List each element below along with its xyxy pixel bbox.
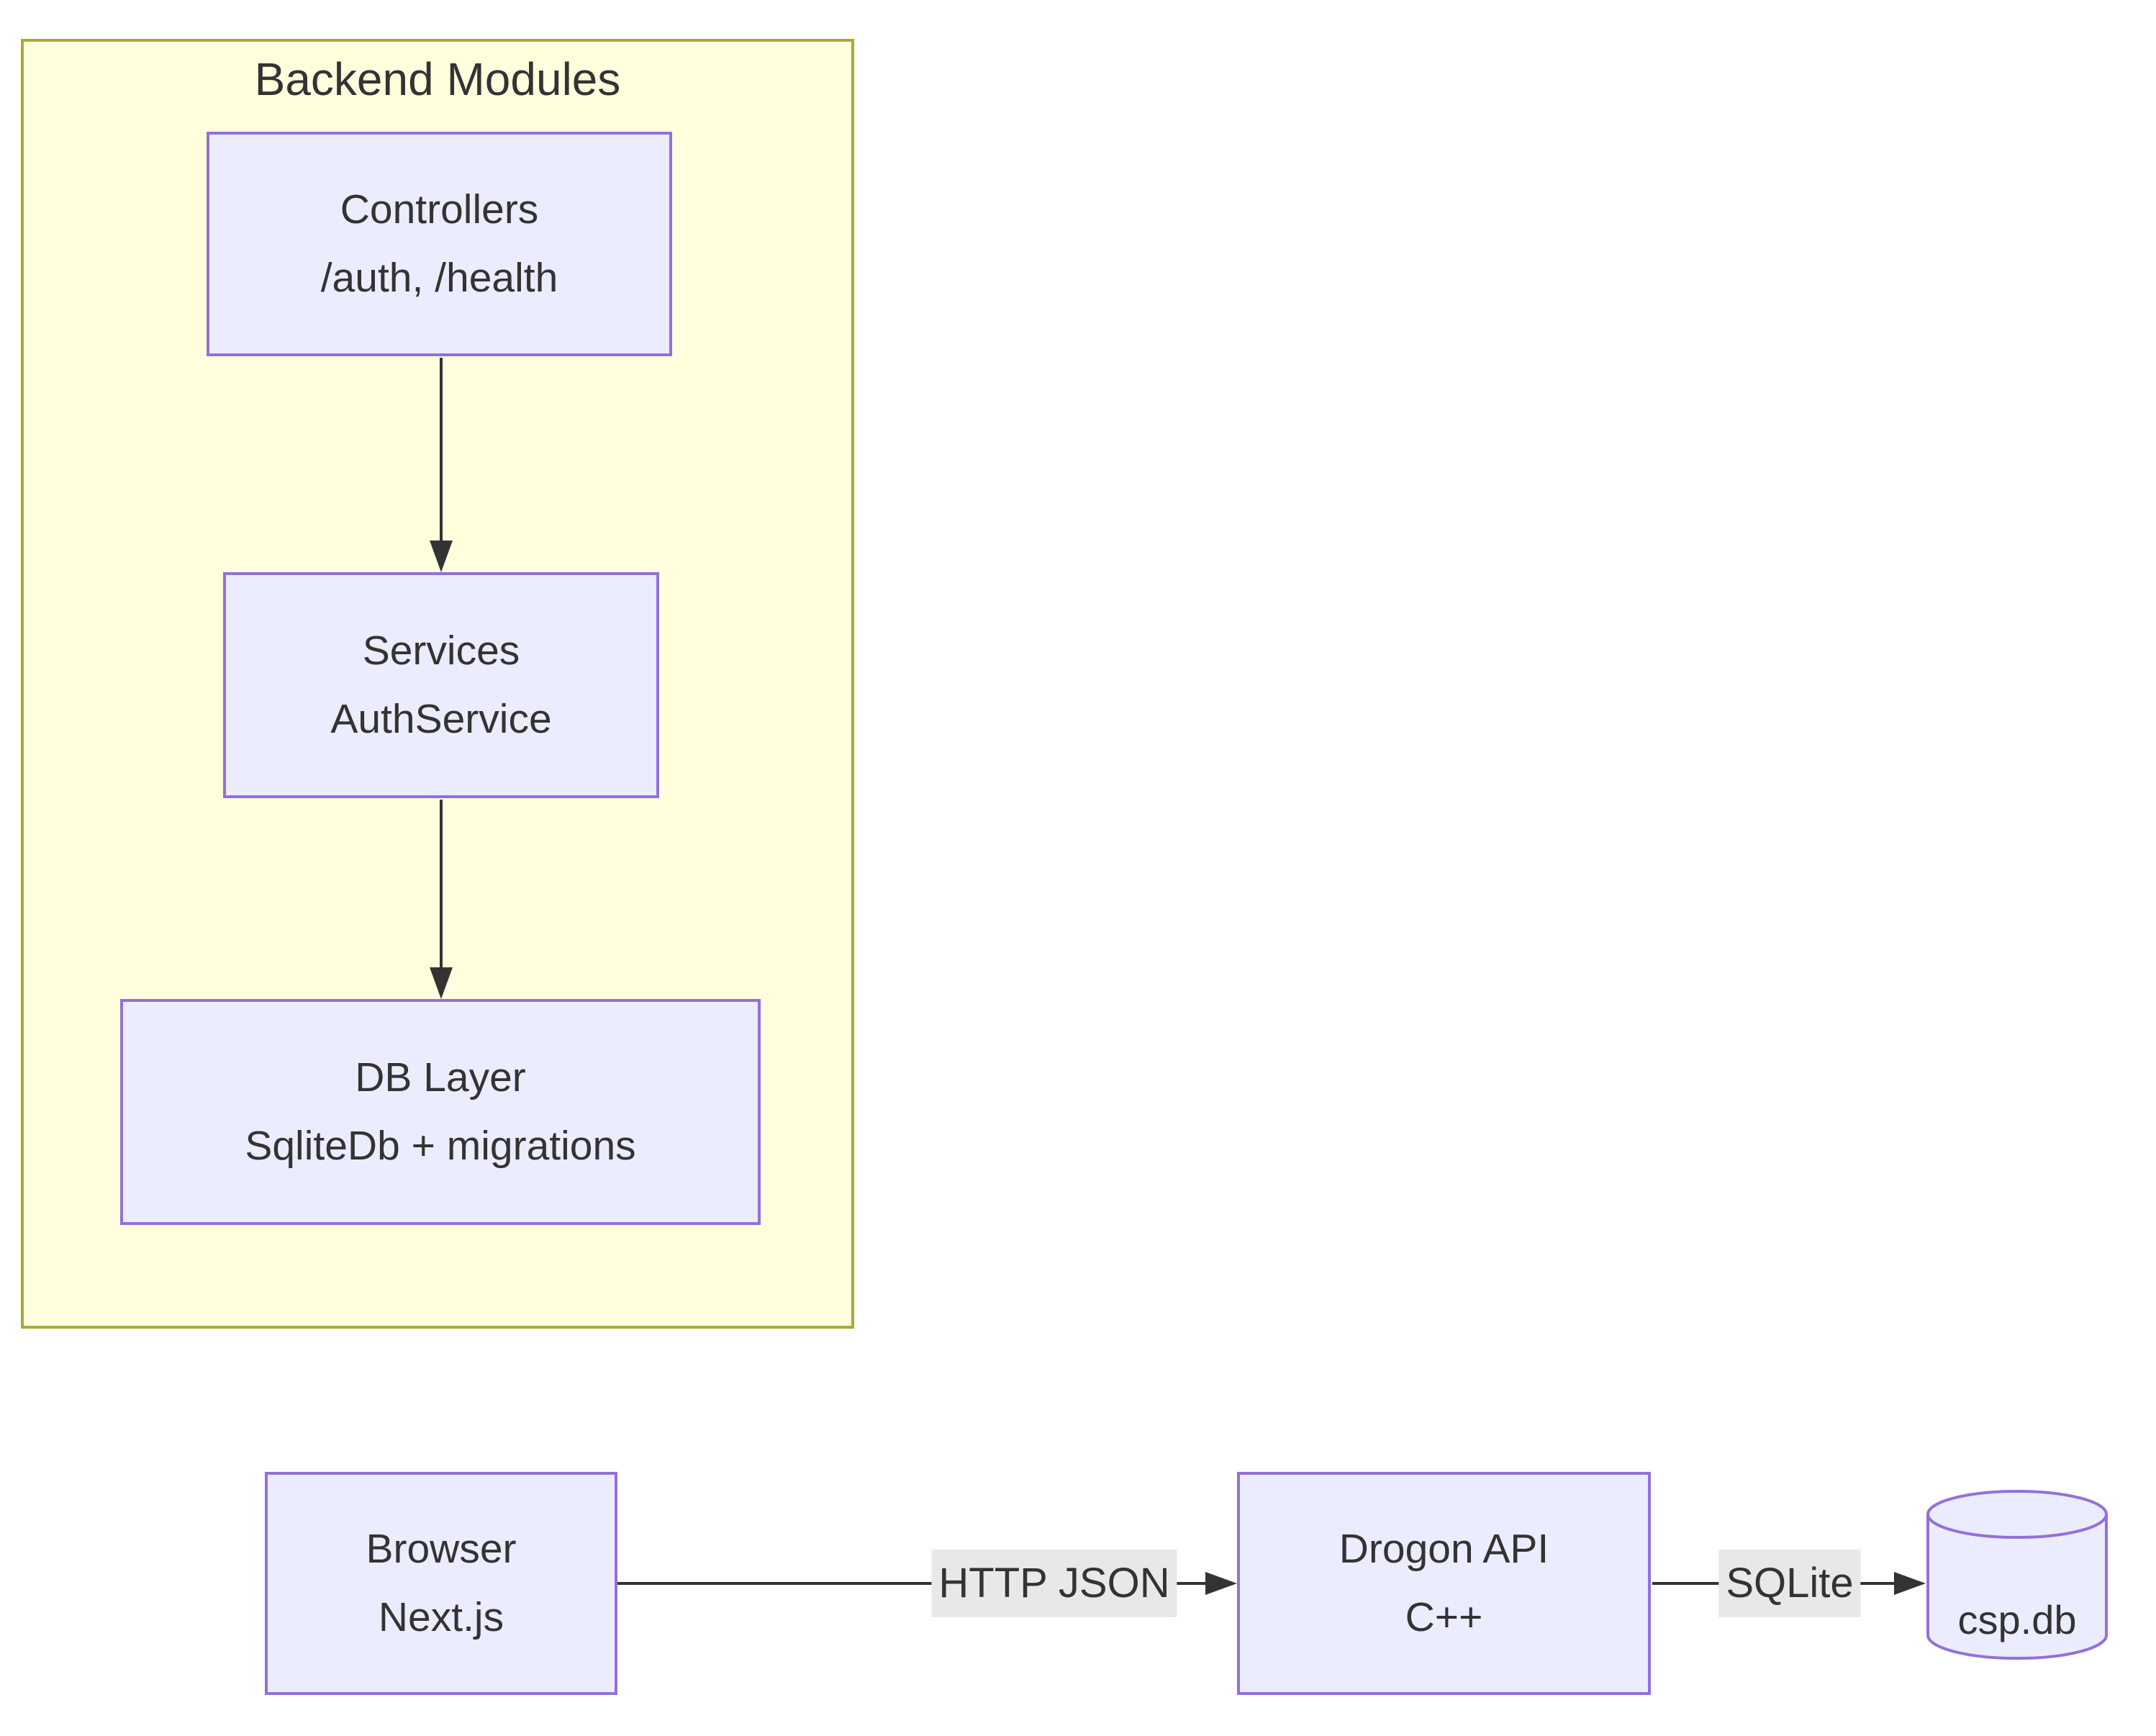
node-controllers-line1: Controllers <box>340 186 539 233</box>
arrowhead-down-icon <box>430 541 453 572</box>
arrowhead-right-icon <box>1894 1572 1926 1595</box>
edge-services-to-db-layer <box>440 800 443 970</box>
edge-browser-to-drogon <box>617 1582 1210 1585</box>
node-services-line2: AuthService <box>330 696 552 742</box>
edge-label-http-json: HTTP JSON <box>931 1550 1177 1617</box>
node-services-line1: Services <box>362 628 520 674</box>
node-browser-line1: Browser <box>366 1526 517 1573</box>
node-drogon-api-line1: Drogon API <box>1339 1526 1549 1573</box>
node-db-layer-line1: DB Layer <box>355 1054 526 1101</box>
node-db-layer-line2: SqliteDb + migrations <box>245 1123 636 1169</box>
node-drogon-api: Drogon API C++ <box>1237 1472 1651 1695</box>
node-services: Services AuthService <box>223 572 659 798</box>
node-drogon-api-line2: C++ <box>1405 1594 1483 1640</box>
arrowhead-down-icon <box>430 967 453 999</box>
csp-db-cylinder-icon <box>1926 1490 2108 1660</box>
edge-controllers-to-services <box>440 358 443 543</box>
node-controllers-line2: /auth, /health <box>320 255 558 301</box>
cluster-title: Backend Modules <box>254 53 621 105</box>
node-db-layer: DB Layer SqliteDb + migrations <box>120 999 761 1225</box>
edge-label-sqlite: SQLite <box>1718 1550 1861 1617</box>
node-browser: Browser Next.js <box>265 1472 617 1695</box>
node-controllers: Controllers /auth, /health <box>207 132 672 356</box>
node-browser-line2: Next.js <box>378 1594 504 1640</box>
arrowhead-right-icon <box>1205 1572 1237 1595</box>
node-csp-db-label: csp.db <box>1957 1597 2077 1642</box>
